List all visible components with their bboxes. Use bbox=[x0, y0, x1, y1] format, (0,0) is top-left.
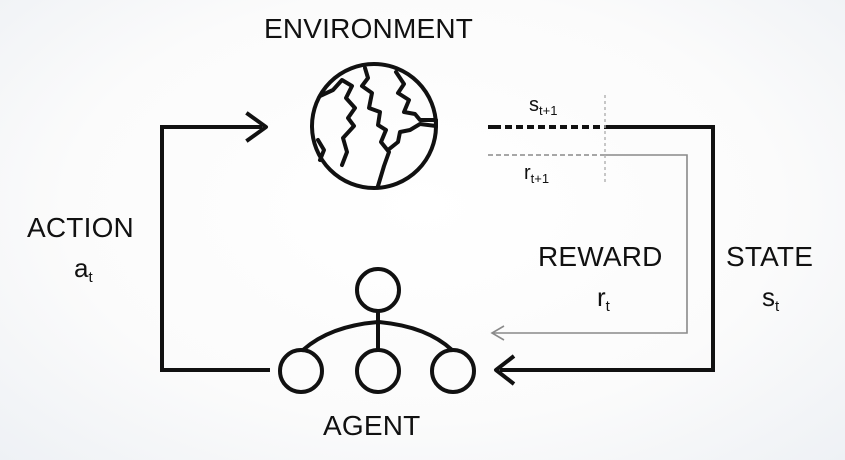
state-label: STATE bbox=[726, 241, 814, 272]
next-reward-label: rt+1 bbox=[524, 162, 550, 186]
action-symbol: at bbox=[74, 253, 93, 286]
state-arrow bbox=[488, 125, 715, 386]
reward-label: REWARD bbox=[538, 241, 663, 272]
action-arrow bbox=[160, 111, 270, 372]
environment-label: ENVIRONMENT bbox=[264, 13, 474, 44]
reward-arrow bbox=[488, 154, 688, 341]
next-state-label: st+1 bbox=[529, 94, 558, 118]
action-label: ACTION bbox=[27, 212, 134, 243]
state-symbol: st bbox=[762, 282, 780, 315]
globe-icon bbox=[310, 62, 438, 190]
reward-symbol: rt bbox=[597, 282, 610, 315]
agent-tree-icon bbox=[278, 267, 476, 394]
agent-label: AGENT bbox=[323, 410, 421, 441]
